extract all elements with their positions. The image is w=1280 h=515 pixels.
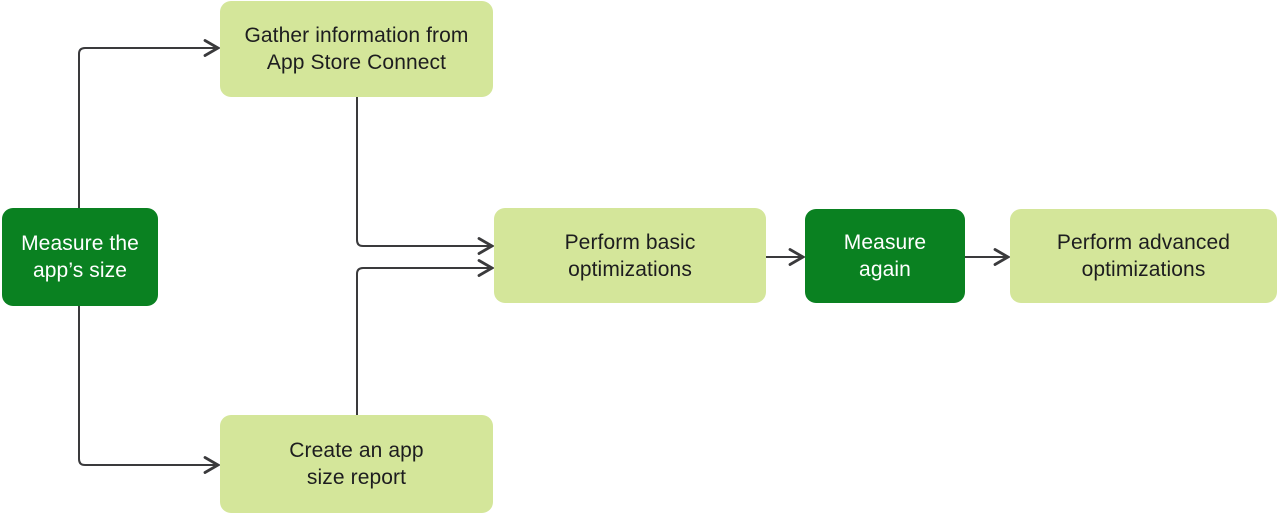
node-create-app-size-report: Create an app size report [220, 415, 493, 513]
node-measure-again: Measure again [805, 209, 965, 303]
arrow-measure-again-to-perform-advanced [965, 248, 1011, 266]
node-perform-basic-optimizations: Perform basic optimizations [494, 208, 766, 303]
arrow-measure-to-create-report [78, 306, 221, 474]
node-measure-app-size: Measure the app’s size [2, 208, 158, 306]
arrow-gather-info-to-perform-basic [356, 97, 495, 255]
node-gather-information: Gather information from App Store Connec… [220, 1, 493, 97]
arrow-create-report-to-perform-basic [356, 259, 495, 415]
arrow-measure-to-gather-info [78, 39, 221, 208]
arrow-perform-basic-to-measure-again [766, 248, 806, 266]
node-perform-advanced-optimizations: Perform advanced optimizations [1010, 209, 1277, 303]
